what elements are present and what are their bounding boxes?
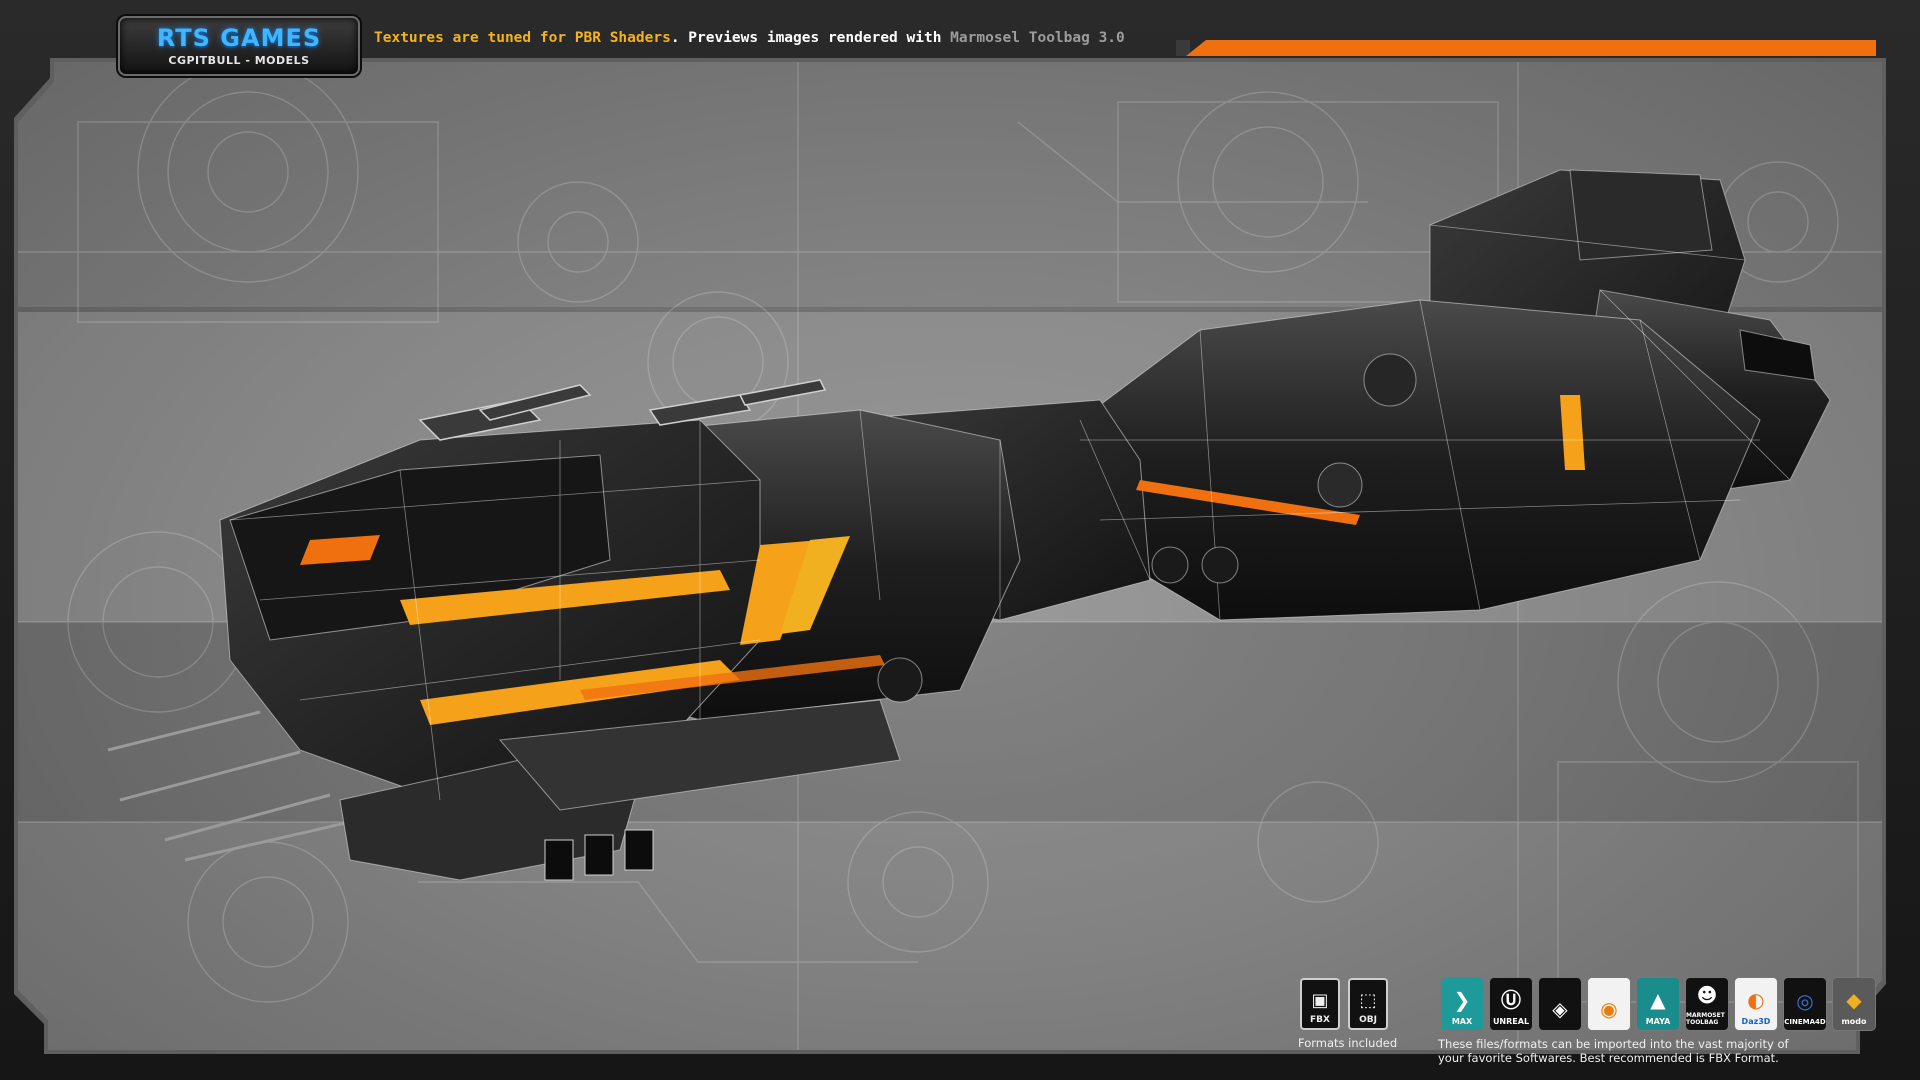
header-orange-bar — [1186, 40, 1876, 56]
logo-subtitle: CGPITBULL - MODELS — [168, 54, 310, 67]
header-bar-cap — [1176, 40, 1190, 56]
3ds-max-icon: ❯ MAX — [1440, 977, 1484, 1031]
header-note: Textures are tuned for PBR Shaders. Prev… — [374, 30, 1125, 46]
ship-engines — [877, 353, 1417, 703]
modo-label: modo — [1841, 1017, 1867, 1026]
render-note: . Previews images rendered with — [670, 30, 951, 46]
marmoset-label: MARMOSET TOOLBAG — [1686, 1012, 1725, 1026]
logo-title: RTS GAMES — [156, 24, 322, 52]
cinema4d-label: CINEMA4D — [1784, 1018, 1826, 1026]
pbr-note: Textures are tuned for PBR Shaders — [374, 30, 671, 46]
blender-icon: ◉ — [1587, 977, 1631, 1031]
maya-label: MAYA — [1645, 1017, 1671, 1026]
formats-caption: Formats included — [1298, 1036, 1398, 1050]
ship-wireframe — [229, 224, 1791, 801]
ship-turrets — [418, 379, 827, 441]
fbx-label: FBX — [1310, 1015, 1330, 1025]
ship-bottom-bays — [544, 829, 654, 881]
renderer-name: Marmosel Toolbag 3.0 — [950, 30, 1125, 46]
fbx-file-icon: ▣ FBX — [1300, 978, 1340, 1030]
unity-icon: ◈ — [1538, 977, 1582, 1031]
obj-file-icon: ⬚ OBJ — [1348, 978, 1388, 1030]
rts-games-logo: RTS GAMES CGPITBULL - MODELS — [118, 16, 360, 76]
software-caption-line2: your favorite Softwares. Best recommende… — [1438, 1051, 1779, 1065]
unreal-label: UNREAL — [1492, 1017, 1530, 1026]
ship-hull — [219, 299, 1761, 881]
modo-icon: ◆ modo — [1832, 977, 1876, 1031]
daz3d-label: Daz3D — [1741, 1017, 1771, 1026]
cinema4d-icon: ◎ CINEMA4D — [1783, 977, 1827, 1031]
software-caption-line1: These files/formats can be imported into… — [1438, 1037, 1789, 1051]
obj-label: OBJ — [1359, 1015, 1377, 1025]
max-label: MAX — [1451, 1017, 1473, 1026]
daz3d-icon: ◐ Daz3D — [1734, 977, 1778, 1031]
maya-icon: ▲ MAYA — [1636, 977, 1680, 1031]
ship-antennas — [107, 710, 351, 862]
marmoset-icon: ☻ MARMOSET TOOLBAG — [1685, 977, 1729, 1031]
ship-markings — [300, 395, 1585, 725]
unreal-engine-icon: Ⓤ UNREAL — [1489, 977, 1533, 1031]
